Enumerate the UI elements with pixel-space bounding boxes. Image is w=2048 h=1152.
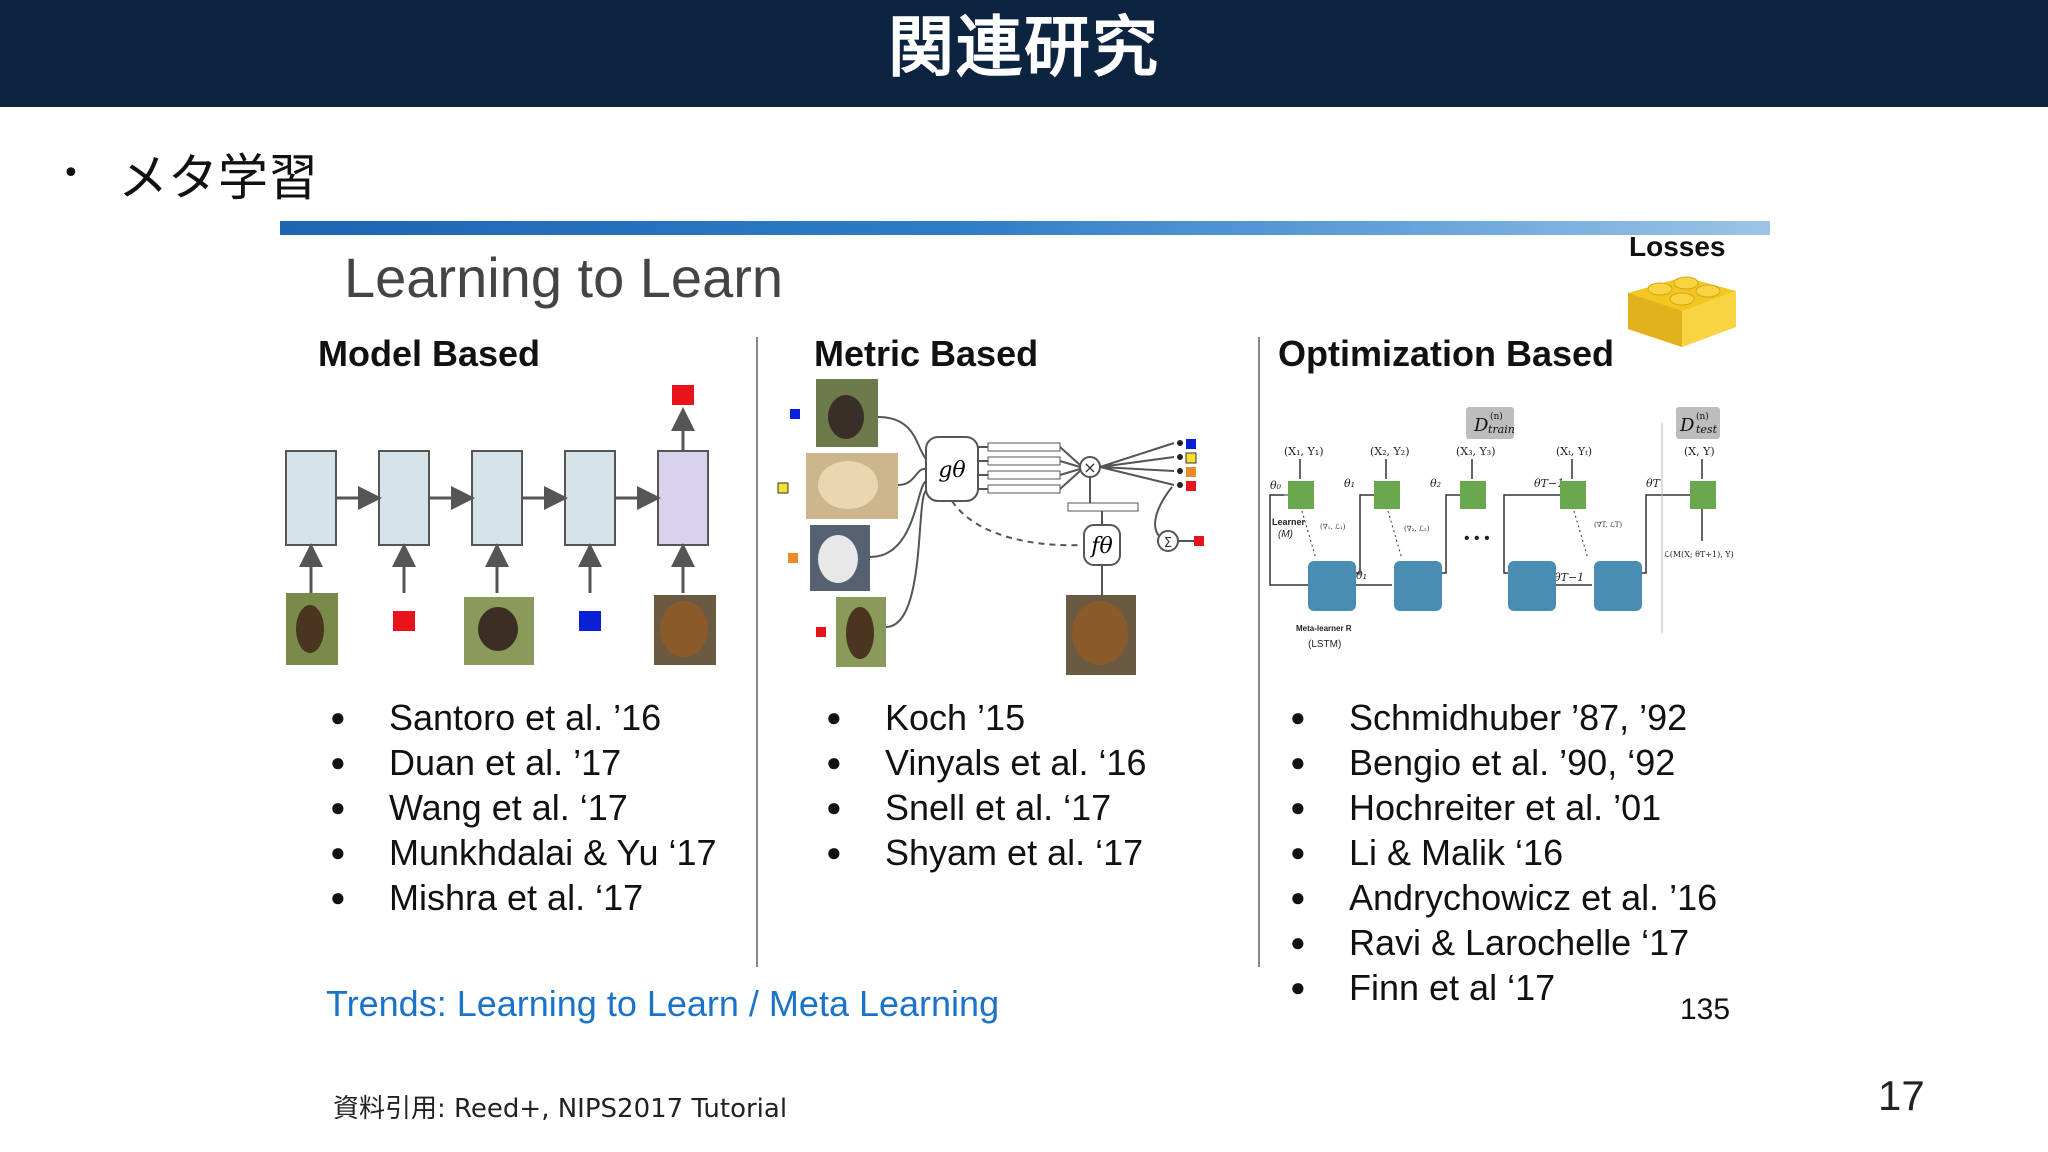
page-title: 関連研究 — [888, 9, 1160, 86]
theta2-label: θ₂ — [1430, 477, 1441, 490]
x2y2-label: (X₂, Y₂) — [1370, 445, 1410, 458]
optimization-based-heading: Optimization Based — [1278, 333, 1615, 374]
embedded-slide: Learning to Learn Losses Model Based Met… — [280, 219, 1770, 1039]
main-bullet-text: メタ学習 — [118, 149, 318, 207]
slide-title: Learning to Learn — [344, 246, 784, 309]
list-item: Ravi & Larochelle ‘17 — [1290, 920, 1717, 965]
trends-link[interactable]: Trends: Learning to Learn / Meta Learnin… — [326, 983, 1000, 1024]
loss-expression: ℒ(M(X; θT+1), Y) — [1664, 550, 1734, 559]
list-item: Munkhdalai & Yu ‘17 — [330, 830, 717, 875]
metric-based-refs: Koch ’15 Vinyals et al. ‘16 Snell et al.… — [826, 695, 1147, 875]
list-item: Finn et al ‘17 — [1290, 965, 1717, 1010]
ellipsis-dots: • • • — [1464, 530, 1490, 547]
grad2-label: (∇₂, ℒ₂) — [1404, 525, 1430, 533]
optimization-based-refs: Schmidhuber ’87, ’92 Bengio et al. ’90, … — [1290, 695, 1717, 1010]
list-item: Santoro et al. ’16 — [330, 695, 717, 740]
svg-text:Σ: Σ — [1164, 536, 1172, 551]
theta-t1-lower-label: θT−1 — [1554, 571, 1584, 584]
column-divider — [756, 337, 758, 967]
page-number: 17 — [1878, 1072, 1925, 1119]
theta-t-label: θT — [1646, 477, 1662, 490]
lstm-label: (LSTM) — [1308, 639, 1341, 650]
list-item: Schmidhuber ’87, ’92 — [1290, 695, 1717, 740]
list-item: Hochreiter et al. ’01 — [1290, 785, 1717, 830]
losses-label: Losses — [1629, 231, 1726, 262]
d-test-subscript: test — [1696, 423, 1718, 436]
d-train-subscript: train — [1488, 423, 1515, 436]
grad1-label: (∇₁, ℒ₁) — [1320, 523, 1346, 531]
model-based-diagram — [285, 385, 716, 665]
theta1-label: θ₁ — [1344, 477, 1355, 490]
metric-based-heading: Metric Based — [814, 333, 1039, 374]
list-item: Shyam et al. ‘17 — [826, 830, 1147, 875]
xy-label: (X, Y) — [1684, 445, 1715, 458]
d-test-label: D — [1679, 415, 1695, 436]
source-citation: 資料引用: Reed+, NIPS2017 Tutorial — [333, 1094, 788, 1124]
list-item: Li & Malik ‘16 — [1290, 830, 1717, 875]
theta-t1-label: θT−1 — [1534, 477, 1564, 490]
optimization-based-diagram: D (n) train D (n) test (X₁, Y₁) (X₂, Y₂)… — [1269, 407, 1734, 650]
list-item: Wang et al. ‘17 — [330, 785, 717, 830]
learner-label: Learner — [1272, 517, 1306, 527]
g-theta-label: gθ — [938, 458, 965, 483]
gradt-label: (∇T, ℒT) — [1594, 521, 1622, 529]
learner-m-label: (M) — [1278, 529, 1293, 540]
list-item: Duan et al. ’17 — [330, 740, 717, 785]
list-item: Mishra et al. ‘17 — [330, 875, 717, 920]
theta1-lower-label: θ₁ — [1356, 569, 1367, 582]
lego-brick-icon — [1628, 276, 1736, 347]
x3y3-label: (X₃, Y₃) — [1456, 445, 1496, 458]
f-theta-label: fθ — [1089, 534, 1112, 559]
slide-gradient-bar — [280, 221, 1770, 235]
list-item: Andrychowicz et al. ’16 — [1290, 875, 1717, 920]
bullet-dot: • — [62, 156, 80, 191]
meta-learner-label: Meta-learner R — [1296, 624, 1352, 633]
svg-text:×: × — [1083, 458, 1096, 477]
list-item: Snell et al. ‘17 — [826, 785, 1147, 830]
d-test-superscript: (n) — [1696, 411, 1709, 422]
model-based-heading: Model Based — [318, 333, 541, 374]
embedded-slide-number: 135 — [1680, 993, 1731, 1026]
column-divider — [1258, 337, 1260, 967]
x1y1-label: (X₁, Y₁) — [1284, 445, 1324, 458]
list-item: Koch ’15 — [826, 695, 1147, 740]
header-bar: 関連研究 — [0, 0, 2048, 107]
list-item: Bengio et al. ’90, ‘92 — [1290, 740, 1717, 785]
theta0-label: θ₀ — [1270, 479, 1282, 492]
model-based-refs: Santoro et al. ’16 Duan et al. ’17 Wang … — [330, 695, 717, 920]
xtyt-label: (Xₜ, Yₜ) — [1556, 445, 1592, 458]
d-train-label: D — [1473, 415, 1489, 436]
metric-based-diagram: gθ × fθ Σ — [777, 379, 1204, 675]
list-item: Vinyals et al. ‘16 — [826, 740, 1147, 785]
d-train-superscript: (n) — [1490, 411, 1503, 422]
